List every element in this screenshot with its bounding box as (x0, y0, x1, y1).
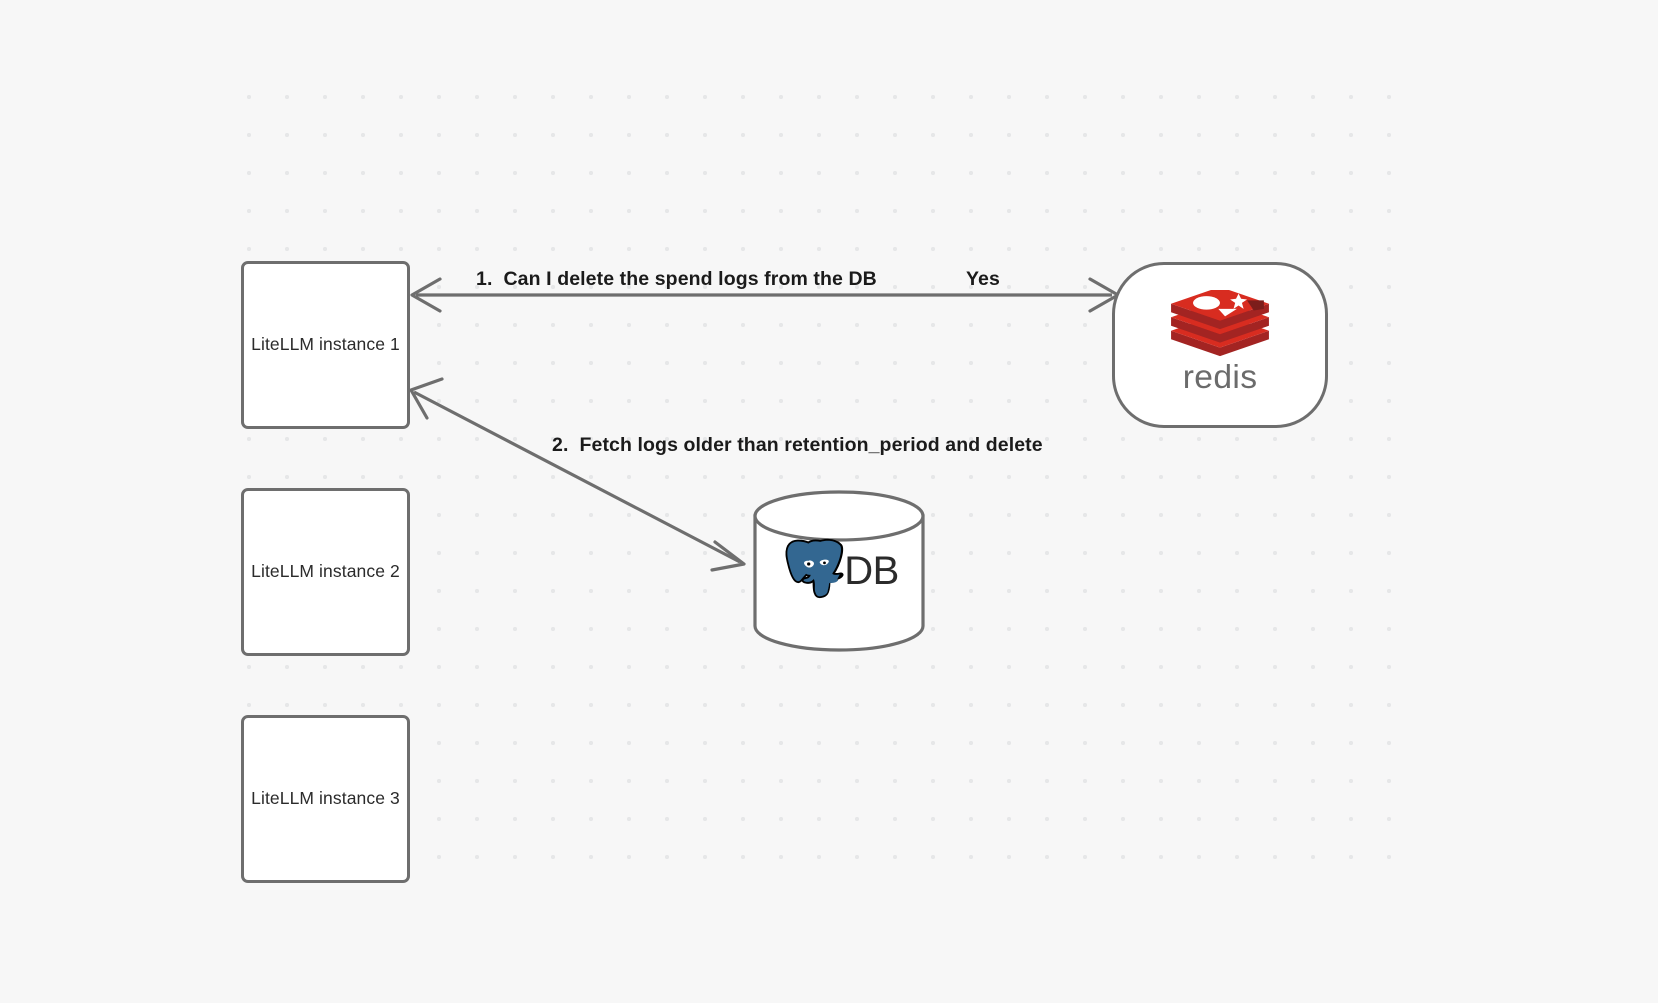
edge-label-step-1: 1. Can I delete the spend logs from the … (476, 268, 877, 290)
edge-label-step-2: 2. Fetch logs older than retention_perio… (552, 434, 1043, 456)
node-redis[interactable]: redis (1112, 262, 1328, 428)
node-litellm-instance-3[interactable]: LiteLLM instance 3 (241, 715, 410, 883)
redis-stack-icon (1171, 289, 1269, 356)
node-litellm-instance-2[interactable]: LiteLLM instance 2 (241, 488, 410, 656)
node-database[interactable]: DB (752, 490, 926, 652)
postgresql-elephant-icon (785, 538, 844, 599)
cylinder-shape (753, 490, 925, 652)
node-litellm-instance-3-label: LiteLLM instance 3 (251, 788, 400, 809)
edge-litellm1-db (409, 377, 746, 572)
node-litellm-instance-1[interactable]: LiteLLM instance 1 (241, 261, 410, 429)
node-litellm-instance-2-label: LiteLLM instance 2 (251, 561, 400, 582)
redis-logo: redis (1147, 289, 1293, 397)
edge-label-step-1-response: Yes (966, 268, 1000, 290)
node-litellm-instance-1-label: LiteLLM instance 1 (251, 334, 400, 355)
db-label: DB (844, 549, 899, 593)
redis-wordmark: redis (1183, 359, 1258, 396)
arrowhead-left (410, 277, 442, 313)
arrowhead-downright (710, 540, 746, 572)
svg-text:redis: redis (1183, 359, 1258, 396)
arrowhead-upleft (409, 377, 444, 420)
